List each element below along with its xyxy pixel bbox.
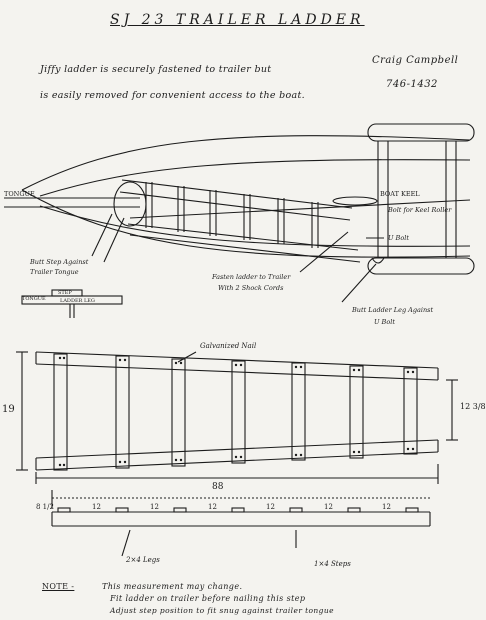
ladder-plan-leg-bottom xyxy=(129,234,361,263)
label-steps: 1×4 Steps xyxy=(314,560,351,568)
keel-roller xyxy=(332,196,378,206)
note-line-3: Adjust step position to fit snug against… xyxy=(110,606,334,615)
intro-line-2: is easily removed for convenient access … xyxy=(40,90,305,101)
keel-line xyxy=(129,199,471,219)
dim-spacing-4: 12 xyxy=(266,503,275,511)
fender-top xyxy=(367,123,475,142)
label-fasten-1: Fasten ladder to Trailer xyxy=(212,273,291,281)
dim-spacing-2: 12 xyxy=(150,503,159,511)
note-line-2: Fit ladder on trailer before nailing thi… xyxy=(110,594,306,603)
label-bolt-roller: Bolt for Keel Roller xyxy=(388,206,452,214)
intro-line-1: Jiffy ladder is securely fastened to tra… xyxy=(40,64,272,75)
detail-step: STEP xyxy=(58,290,72,296)
ladder-plan-leg-top xyxy=(121,179,353,209)
label-butt-step-2: Trailer Tongue xyxy=(30,268,79,276)
dim-height-left: 19 xyxy=(2,404,15,415)
dim-spacing-3: 12 xyxy=(208,503,217,511)
butt-step-highlight xyxy=(113,181,147,227)
dim-first-space: 8 1/2 xyxy=(36,503,54,511)
dim-height-right: 12 3/8 xyxy=(460,402,486,411)
ladder-plan xyxy=(119,179,361,263)
tongue-detail xyxy=(21,289,123,318)
detail-tongue: TONGUE xyxy=(22,296,46,302)
elevation-leg-top xyxy=(35,351,439,369)
label-legs: 2×4 Legs xyxy=(126,556,160,564)
label-butt-leg-1: Butt Ladder Leg Against xyxy=(352,306,434,314)
detail-ladder-leg: LADDER LEG xyxy=(60,298,95,304)
boat-hull-top xyxy=(21,135,471,191)
trailer-rail-top xyxy=(39,159,471,197)
elevation-leg-bottom xyxy=(35,439,439,459)
note-prefix: NOTE - xyxy=(42,582,75,591)
nail-marks xyxy=(58,356,415,467)
dim-spacing-5: 12 xyxy=(324,503,333,511)
label-u-bolt: U Bolt xyxy=(388,234,409,242)
label-butt-leg-2: U Bolt xyxy=(374,318,395,326)
author-name: Craig Campbell xyxy=(372,55,459,66)
ladder-elevation xyxy=(16,351,458,484)
fender-bottom xyxy=(367,257,475,275)
label-galvanized-nail: Galvanized Nail xyxy=(200,342,257,350)
label-tongue: TONGUE xyxy=(4,190,35,198)
label-butt-step-1: Butt Step Against xyxy=(30,258,89,266)
dim-spacing-6: 12 xyxy=(382,503,391,511)
boat-hull-bottom xyxy=(21,189,471,258)
dim-length: 88 xyxy=(212,482,224,492)
note-line-1: This measurement may change. xyxy=(102,582,243,591)
dim-spacing-1: 12 xyxy=(92,503,101,511)
trailer-plan-view xyxy=(4,123,475,303)
author-phone: 746-1432 xyxy=(386,79,438,90)
u-bolt xyxy=(371,257,385,264)
label-fasten-2: With 2 Shock Cords xyxy=(218,284,284,292)
drawing-title: SJ 23 TRAILER LADDER xyxy=(110,12,365,28)
step-spacing-view xyxy=(51,490,431,557)
label-boat-keel: BOAT KEEL xyxy=(380,190,420,198)
trailer-rail-bottom xyxy=(39,205,471,247)
